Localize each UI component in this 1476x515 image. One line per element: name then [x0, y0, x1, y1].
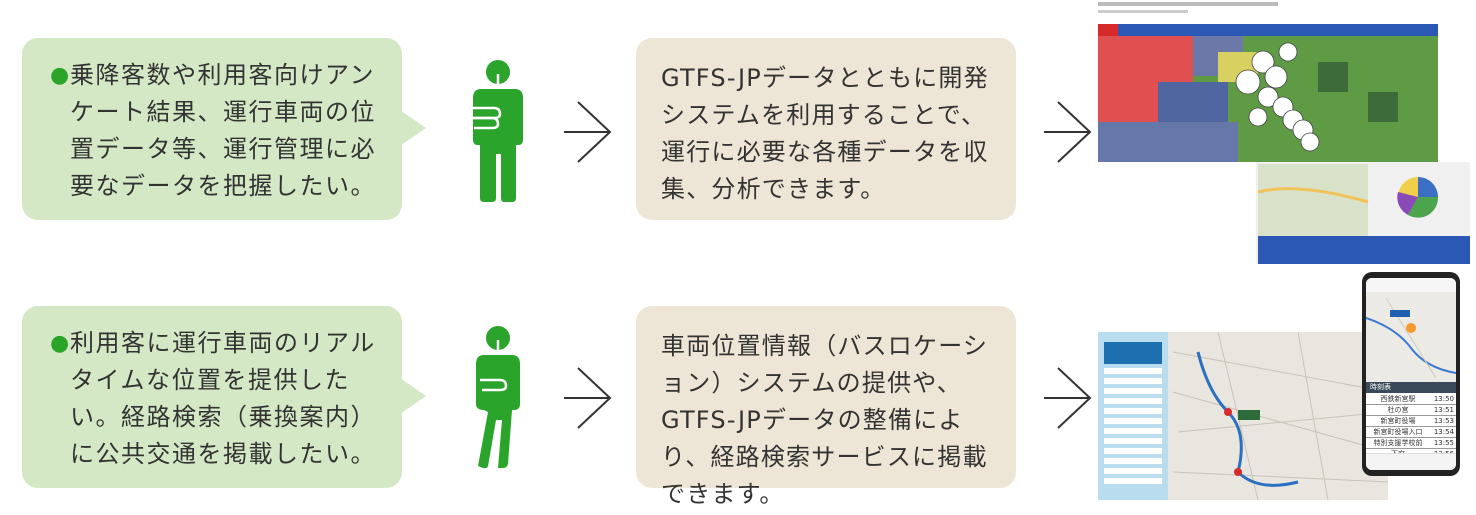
phone-screen: 時刻表 西鉄新宮駅 13:50 杜の宮 13:51 新宮町役場 13:53 新宮… [1366, 278, 1456, 470]
solution-text-1: GTFS-JPデータとともに開発システムを利用することで、運行に必要な各種データ… [661, 64, 989, 203]
timetable-header: 時刻表 [1366, 382, 1456, 393]
need-box-1: ● 乗降客数や利用客向けアンケート結果、運行車両の位置データ等、運行管理に必要な… [22, 38, 426, 220]
arrow-icon [1044, 367, 1092, 429]
need-box-2: ● 利用客に運行車両のリアルタイムな位置を提供したい。経路検索（乗換案内）に公共… [22, 306, 426, 488]
bus-location-screenshot [1098, 332, 1388, 500]
phone-browser-bar [1366, 453, 1456, 470]
timetable-time: 13:50 [1433, 395, 1454, 403]
timetable-list: 西鉄新宮駅 13:50 杜の宮 13:51 新宮町役場 13:53 新宮町役場入… [1366, 394, 1456, 460]
timetable-time: 13:55 [1433, 439, 1454, 447]
solution-box-2: 車両位置情報（バスロケーション）システムの提供や、GTFS-JPデータの整備によ… [636, 306, 1016, 508]
speech-tail [400, 110, 426, 146]
timetable-row: 西鉄新宮駅 13:50 [1366, 394, 1456, 405]
phone-map-image [1366, 278, 1456, 382]
speech-tail [400, 378, 426, 414]
smartphone-screenshot: 時刻表 西鉄新宮駅 13:50 杜の宮 13:51 新宮町役場 13:53 新宮… [1362, 272, 1460, 476]
analysis-map-image [1098, 2, 1470, 264]
arrow-icon [1044, 101, 1092, 163]
timetable-row: 新宮町役場 13:53 [1366, 416, 1456, 427]
analysis-system-screenshot [1098, 2, 1470, 264]
timetable-stop: 特別支援学校前 [1373, 439, 1423, 447]
timetable-row: 特別支援学校前 13:55 [1366, 438, 1456, 449]
timetable-stop: 新宮町役場入口 [1373, 428, 1423, 436]
arrow-icon [564, 367, 612, 429]
solution-text-2: 車両位置情報（バスロケーション）システムの提供や、GTFS-JPデータの整備によ… [661, 332, 989, 508]
timetable-row: 新宮町役場入口 13:54 [1366, 427, 1456, 438]
timetable-time: 13:53 [1433, 417, 1454, 425]
need-text-2: 利用客に運行車両のリアルタイムな位置を提供したい。経路検索（乗換案内）に公共交通… [70, 329, 376, 468]
bullet-icon: ● [50, 63, 71, 88]
timetable-time: 13:54 [1433, 428, 1454, 436]
need-text-1: 乗降客数や利用客向けアンケート結果、運行車両の位置データ等、運行管理に必要なデー… [70, 61, 376, 200]
timetable-stop: 新宮町役場 [1380, 417, 1416, 425]
bus-location-map-image [1098, 332, 1388, 500]
arrow-icon [564, 101, 612, 163]
bullet-icon: ● [50, 331, 71, 356]
solution-box-1: GTFS-JPデータとともに開発システムを利用することで、運行に必要な各種データ… [636, 38, 1016, 220]
timetable-time: 13:51 [1433, 406, 1454, 414]
timetable-stop: 杜の宮 [1387, 406, 1409, 414]
timetable-row: 杜の宮 13:51 [1366, 405, 1456, 416]
thinking-person-icon [470, 60, 523, 202]
timetable-stop: 西鉄新宮駅 [1380, 395, 1416, 403]
leaning-person-icon [476, 326, 520, 469]
